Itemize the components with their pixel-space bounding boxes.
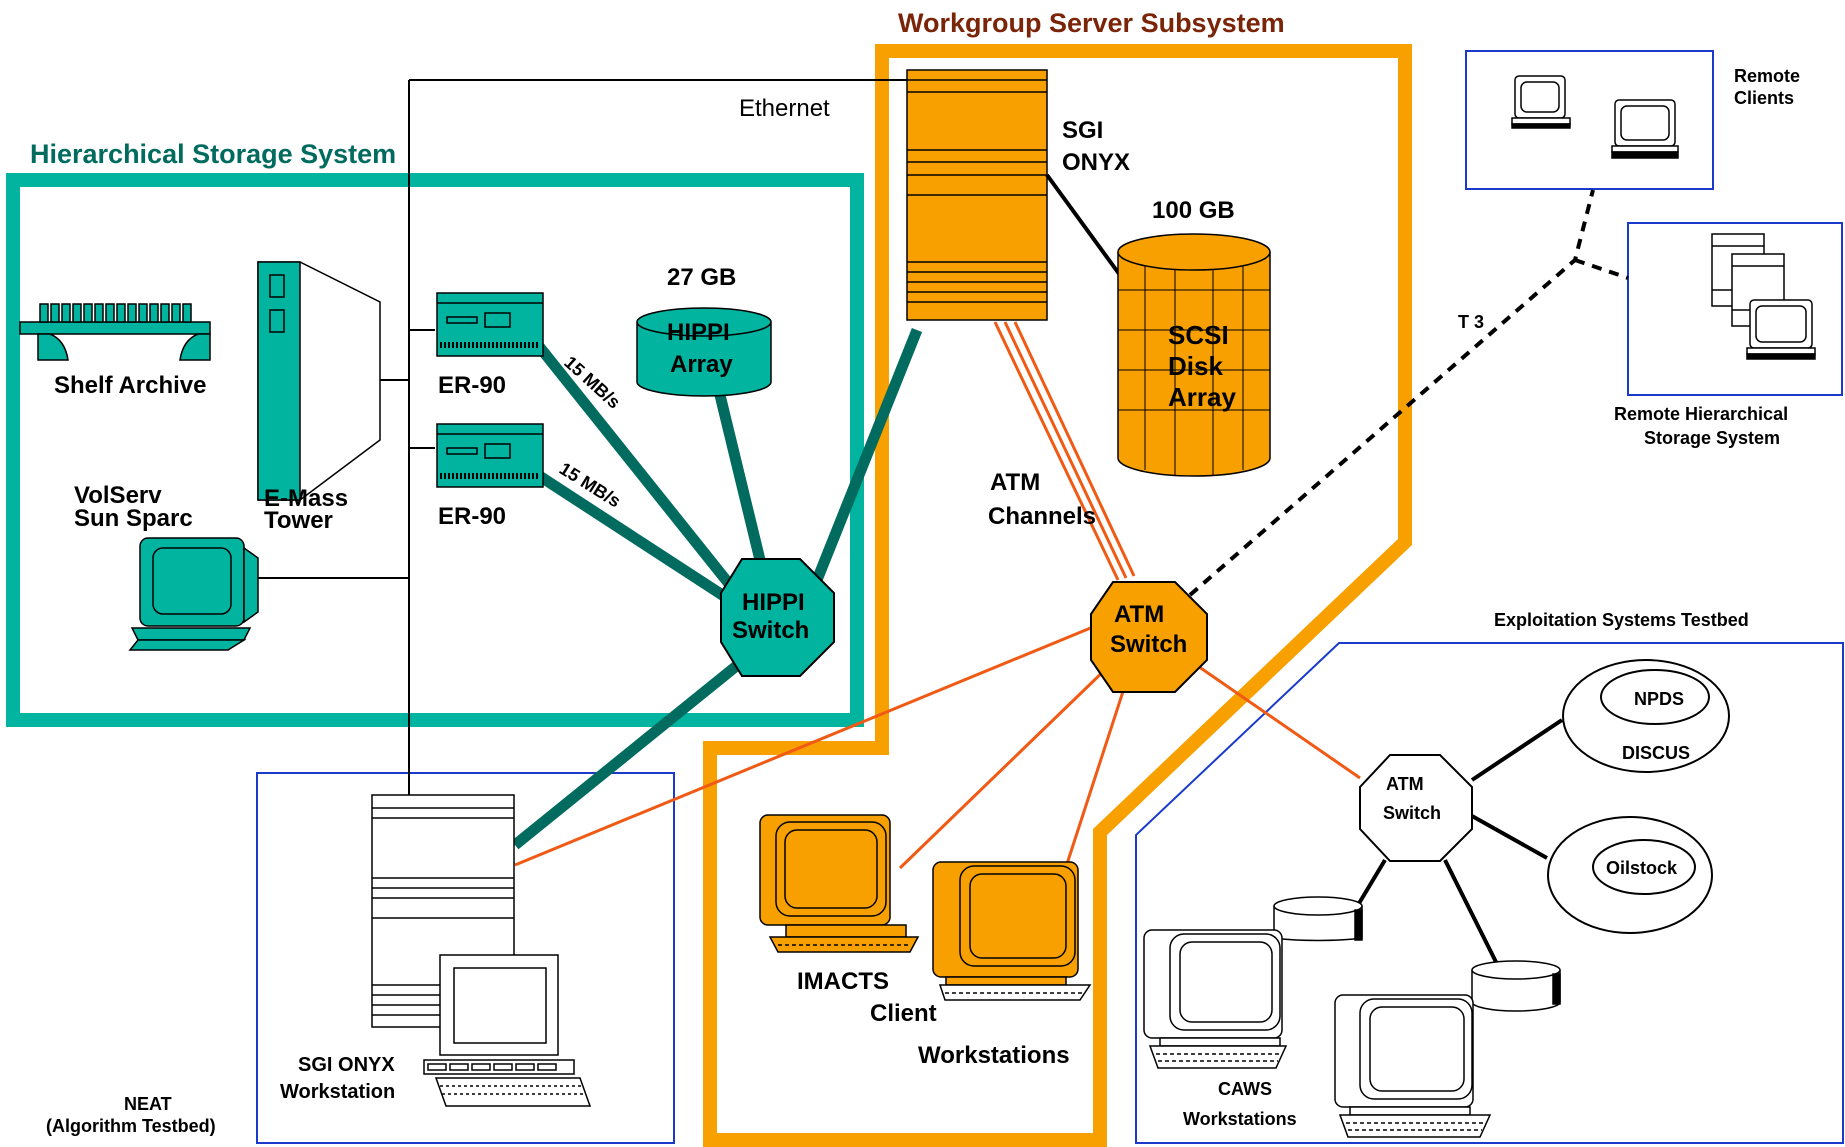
t3-link [1188, 189, 1629, 597]
hierarchical-title: Hierarchical Storage System [30, 139, 396, 169]
exploitation-title: Exploitation Systems Testbed [1494, 610, 1749, 630]
hierarchical-storage-box [6, 173, 864, 727]
npds-node [1600, 669, 1710, 725]
oilstock-label: Oilstock [1606, 858, 1678, 878]
gb100-label: 100 GB [1152, 197, 1235, 224]
shelf-archive-label: Shelf Archive [54, 372, 207, 399]
exploitation-links [1353, 718, 1564, 981]
remote-hss-icon [1711, 233, 1816, 360]
orange-workstation-icon [932, 861, 1092, 1001]
t3-label: T 3 [1458, 312, 1484, 332]
atm-channels-label: ATM Channels [988, 469, 1096, 530]
hippi-array-icon [636, 307, 772, 397]
atm-links [514, 321, 1361, 871]
sgi-onyx-label: SGI ONYX [1062, 117, 1130, 176]
caws-workstation-a-icon [1143, 929, 1288, 1069]
shelf-archive-icon [19, 303, 211, 361]
emass-tower-icon [257, 261, 381, 501]
imacts-client-workstation-icon [759, 814, 920, 953]
caws-workstations-label: Workstations [1183, 1109, 1297, 1129]
caws-label: CAWS [1218, 1079, 1272, 1099]
workgroup-title: Workgroup Server Subsystem [898, 8, 1285, 38]
sgi-onyx-server-icon [906, 69, 1048, 321]
scsi-disk-array-label: SCSI Disk Array [1168, 320, 1236, 412]
er90-drive-a-icon [436, 292, 544, 357]
hippi-switch-icon [720, 558, 835, 677]
hippi-array-label: HIPPI Array [667, 319, 736, 378]
remote-hss-box [1627, 222, 1843, 396]
scsi-disk-array-icon [1117, 233, 1271, 477]
sgi-onyx-workstation-icon [371, 794, 592, 1107]
ethernet-bus [258, 79, 909, 800]
workgroup-subsystem-outline [703, 44, 1412, 1147]
remote-client-b-icon [1611, 99, 1679, 159]
gb27-label: 27 GB [667, 264, 736, 291]
sgi-workstation-label: SGI ONYX Workstation [280, 1054, 400, 1103]
imacts-label: IMACTS [797, 968, 889, 995]
workstations-label: Workstations [918, 1042, 1070, 1069]
atm-switch2-label: ATM Switch [1383, 774, 1441, 823]
atm-switch2-icon [1359, 754, 1473, 862]
er90-b-label: ER-90 [438, 503, 506, 530]
remote-clients-box [1465, 50, 1714, 190]
volserv-label: VolServ Sun Sparc [74, 482, 193, 532]
client-label: Client [870, 1000, 937, 1027]
caws-workstation-b-icon [1334, 994, 1492, 1138]
er90-drive-b-icon [436, 423, 544, 488]
atm-switch-label: ATM Switch [1110, 601, 1187, 658]
remote-clients-label: Remote Clients [1734, 66, 1805, 108]
npds-label: NPDS [1634, 689, 1684, 709]
hippi-links [511, 327, 923, 850]
remote-client-a-icon [1511, 75, 1571, 129]
ethernet-label: Ethernet [739, 95, 830, 122]
server-disk-link [1045, 173, 1127, 284]
atm-switch-icon [1090, 581, 1208, 693]
caws-disk-a-icon [1273, 896, 1363, 942]
oilstock-node [1592, 839, 1696, 895]
remote-hss-label: Remote Hierarchical Storage System [1614, 404, 1793, 448]
volserv-workstation-icon [128, 537, 259, 651]
emass-tower-label: E-Mass Tower [264, 485, 355, 534]
neat-label: NEAT (Algorithm Testbed) [46, 1094, 216, 1136]
er90-a-label: ER-90 [438, 372, 506, 399]
exploitation-box [1135, 642, 1844, 1144]
discus-label: DISCUS [1622, 743, 1690, 763]
neat-box [256, 772, 675, 1144]
caws-disk-b-icon [1471, 960, 1561, 1012]
hippi-switch-label: HIPPI Switch [732, 589, 811, 644]
